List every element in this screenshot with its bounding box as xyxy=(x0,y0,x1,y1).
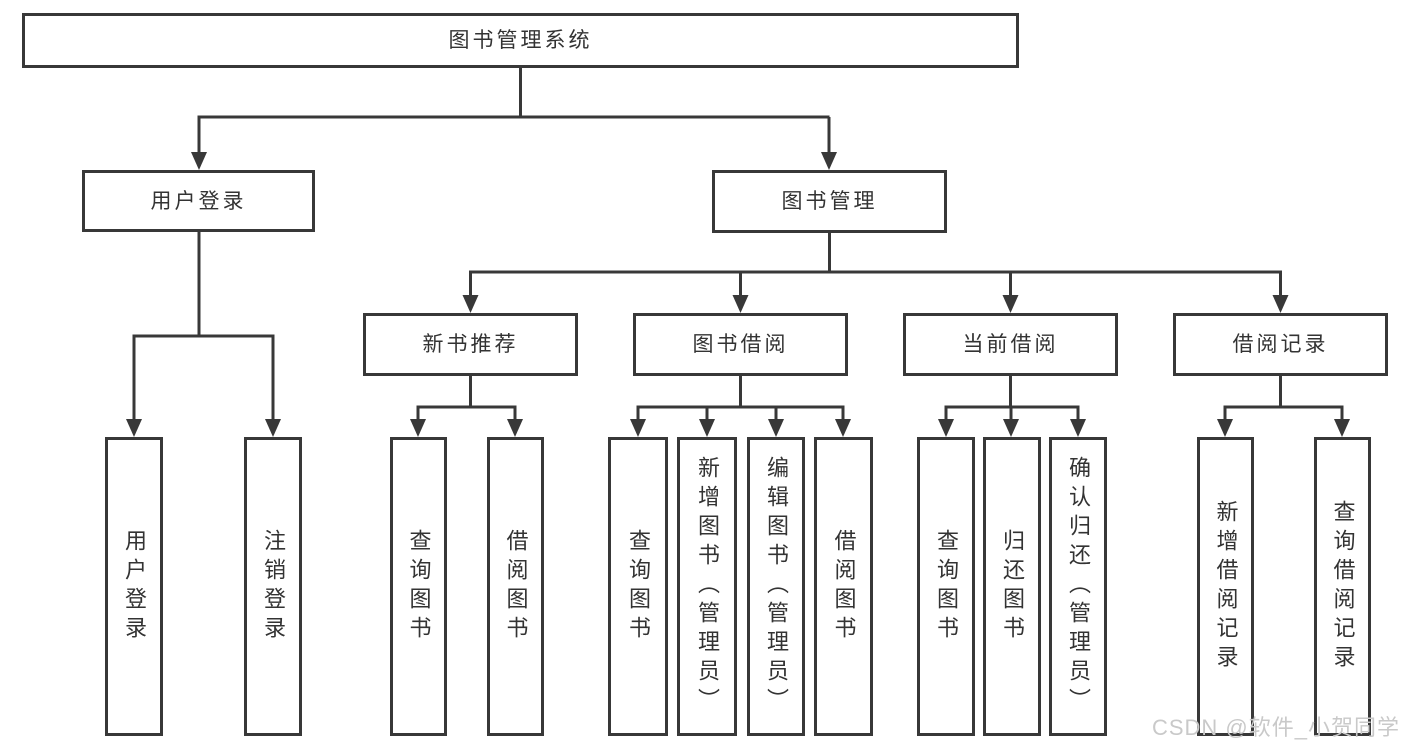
node-root: 图书管理系统 xyxy=(22,13,1019,68)
leaf-logout: 注销登录 xyxy=(244,437,302,736)
leaf-add-book-admin-label: 新增图书（管理员） xyxy=(695,456,720,717)
leaf-query-books-recommend: 查询图书 xyxy=(390,437,447,736)
leaf-return-books: 归还图书 xyxy=(983,437,1041,736)
leaf-user-login: 用户登录 xyxy=(105,437,163,736)
leaf-borrow-books-label: 借阅图书 xyxy=(831,528,857,645)
leaf-add-borrow-record-label: 新增借阅记录 xyxy=(1213,499,1239,674)
watermark: CSDN @软件_小贺同学 xyxy=(1151,715,1400,740)
leaf-add-book-admin: 新增图书（管理员） xyxy=(677,437,737,736)
node-book-management-label: 图书管理 xyxy=(781,190,878,213)
node-user-login: 用户登录 xyxy=(82,170,315,232)
leaf-edit-book-admin: 编辑图书（管理员） xyxy=(747,437,805,736)
leaf-query-books-recommend-label: 查询图书 xyxy=(406,528,432,645)
leaf-borrow-books: 借阅图书 xyxy=(814,437,873,736)
leaf-query-books-borrow-label: 查询图书 xyxy=(626,528,651,645)
node-borrow-records: 借阅记录 xyxy=(1173,313,1388,376)
node-book-borrow-label: 图书借阅 xyxy=(692,333,789,356)
leaf-query-books-borrow: 查询图书 xyxy=(608,437,668,736)
node-borrow-records-label: 借阅记录 xyxy=(1232,333,1329,356)
leaf-confirm-return-admin: 确认归还（管理员） xyxy=(1049,437,1107,736)
leaf-logout-label: 注销登录 xyxy=(261,528,286,645)
node-book-borrow: 图书借阅 xyxy=(633,313,848,376)
leaf-return-books-label: 归还图书 xyxy=(1000,528,1025,645)
node-current-borrow: 当前借阅 xyxy=(903,313,1118,376)
leaf-add-borrow-record: 新增借阅记录 xyxy=(1197,437,1254,736)
leaf-query-books-current: 查询图书 xyxy=(917,437,975,736)
leaf-edit-book-admin-label: 编辑图书（管理员） xyxy=(764,456,789,717)
node-new-book-recommend-label: 新书推荐 xyxy=(422,333,519,356)
node-book-management: 图书管理 xyxy=(712,170,947,233)
node-root-label: 图书管理系统 xyxy=(448,29,593,52)
node-current-borrow-label: 当前借阅 xyxy=(962,333,1059,356)
leaf-borrow-books-recommend-label: 借阅图书 xyxy=(503,528,529,645)
leaf-query-books-current-label: 查询图书 xyxy=(934,528,959,645)
leaf-borrow-books-recommend: 借阅图书 xyxy=(487,437,544,736)
node-user-login-label: 用户登录 xyxy=(150,189,247,213)
leaf-query-borrow-record-label: 查询借阅记录 xyxy=(1330,499,1356,674)
node-new-book-recommend: 新书推荐 xyxy=(363,313,578,376)
leaf-confirm-return-admin-label: 确认归还（管理员） xyxy=(1066,456,1091,717)
leaf-user-login-label: 用户登录 xyxy=(122,528,147,645)
leaf-query-borrow-record: 查询借阅记录 xyxy=(1314,437,1371,736)
